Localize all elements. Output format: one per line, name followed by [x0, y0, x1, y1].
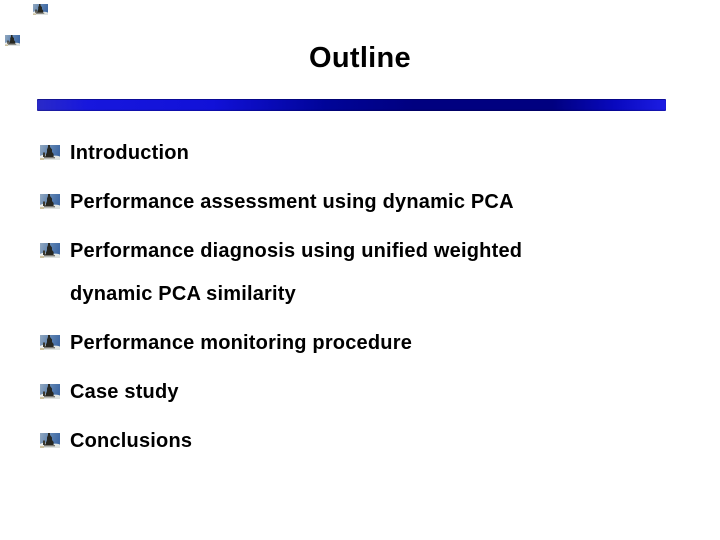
outline-item-line: Performance diagnosis using unified weig… — [70, 240, 523, 262]
stray-bullet-icon — [5, 35, 20, 46]
statue-photo-bullet-icon — [40, 335, 60, 350]
outline-item: Performance assessment using dynamic PCA — [40, 181, 680, 224]
outline-item: Performance monitoring procedure — [40, 322, 680, 365]
outline-item-text: Conclusions — [70, 420, 192, 463]
outline-item-line: Performance monitoring procedure — [70, 332, 413, 354]
statue-photo-bullet-icon — [40, 194, 60, 209]
outline-item: Introduction — [40, 132, 680, 175]
outline-item-text: Performance diagnosis using unified weig… — [70, 230, 522, 316]
outline-item-text: Performance assessment using dynamic PCA — [70, 181, 514, 224]
outline-item-line: dynamic PCA similarity — [70, 283, 296, 305]
statue-photo-bullet-icon — [40, 243, 60, 258]
outline-item: Performance diagnosis using unified weig… — [40, 230, 680, 316]
statue-photo-bullet-icon — [40, 384, 60, 399]
outline-item-line: Introduction — [70, 142, 190, 164]
outline-item: Conclusions — [40, 420, 680, 463]
outline-item-line: Case study — [70, 381, 179, 403]
title-underline-bar — [37, 99, 666, 111]
slide-title: Outline — [309, 42, 411, 74]
stray-bullet-icon — [33, 4, 48, 15]
outline-item-line: Performance assessment using dynamic PCA — [70, 191, 514, 213]
outline-item: Case study — [40, 371, 680, 414]
outline-item-text: Performance monitoring procedure — [70, 322, 412, 365]
outline-item-text: Introduction — [70, 132, 189, 175]
statue-photo-bullet-icon — [40, 145, 60, 160]
statue-photo-bullet-icon — [40, 433, 60, 448]
outline-item-text: Case study — [70, 371, 179, 414]
outline-item-line: Conclusions — [70, 430, 193, 452]
